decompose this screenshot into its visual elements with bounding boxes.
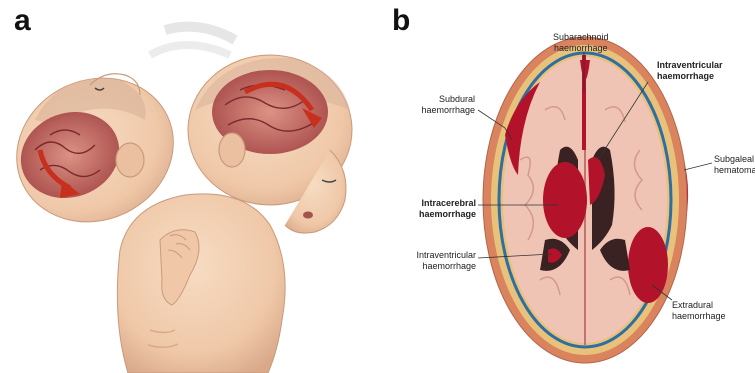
label-extradural-haemorrhage: Extradural haemorrhage	[672, 300, 726, 322]
label-subdural-haemorrhage: Subdural haemorrhage	[411, 94, 475, 116]
label-subarachnoid-haemorrhage: Subarachnoid haemorrhage	[553, 32, 609, 54]
label-intraventricular-haemorrhage-top: Intraventricular haemorrhage	[657, 60, 723, 82]
label-intracerebral-haemorrhage: Intracerebral haemorrhage	[396, 198, 476, 220]
panel-b-letter: b	[392, 6, 410, 36]
extradural-haemorrhage-region	[628, 227, 668, 303]
intracerebral-haemorrhage-region	[543, 162, 587, 238]
shaken-infant-illustration	[0, 27, 352, 373]
label-intraventricular-haemorrhage-bottom: Intraventricular haemorrhage	[388, 250, 476, 272]
panel-a-letter: a	[14, 6, 31, 36]
infant-torso	[117, 194, 285, 373]
label-subgaleal-hematoma: Subgaleal hematoma	[714, 154, 755, 176]
